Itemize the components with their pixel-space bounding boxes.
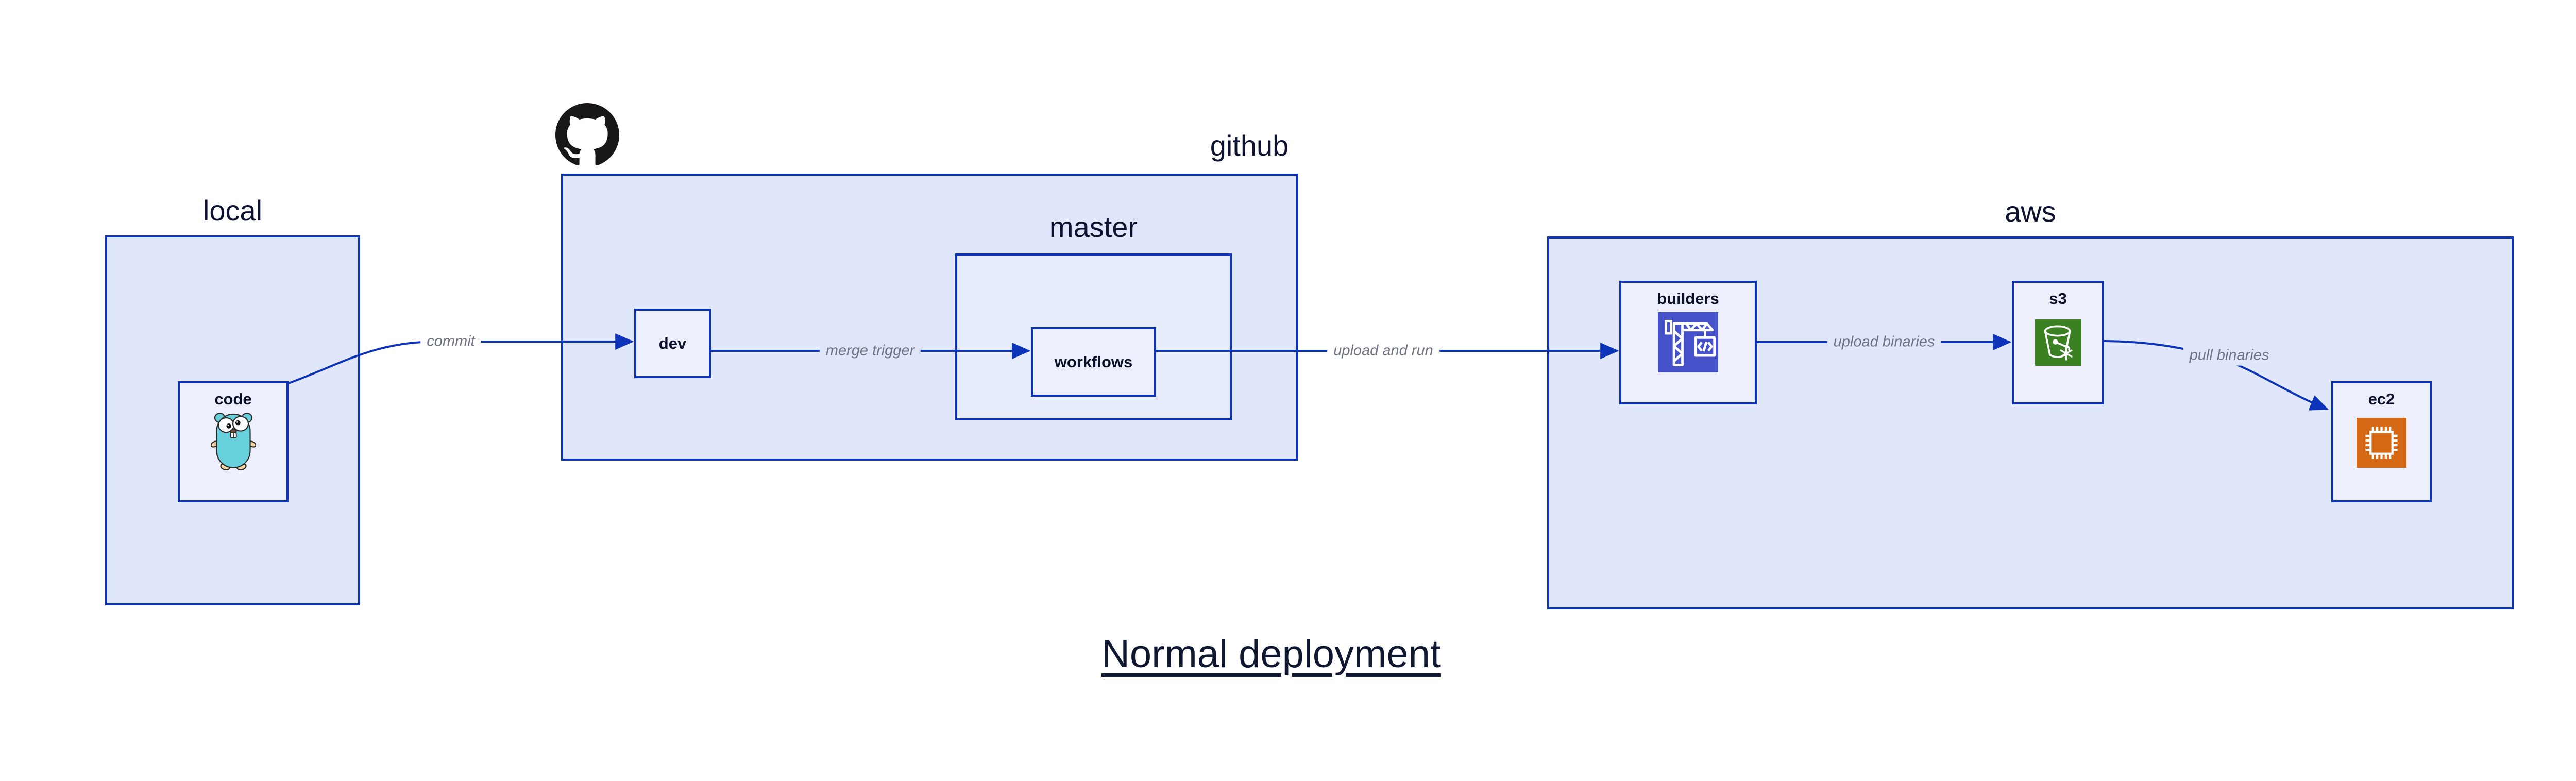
edge-upload-and-run-label: upload and run	[1327, 341, 1439, 361]
container-aws-label: aws	[2005, 195, 2056, 228]
aws-codebuild-crane-icon	[1658, 312, 1718, 373]
node-builders-label: builders	[1657, 290, 1719, 308]
edge-merge-trigger-label: merge trigger	[819, 341, 921, 361]
ec2-chip-icon	[2357, 418, 2406, 468]
go-gopher-icon	[210, 413, 256, 471]
container-github-label: github	[1210, 129, 1289, 162]
node-dev: dev	[634, 309, 711, 378]
node-s3-label: s3	[2049, 290, 2067, 308]
node-ec2-label: ec2	[2368, 390, 2395, 408]
s3-glacier-bucket-icon	[2035, 319, 2081, 366]
node-builders: builders	[1619, 281, 1757, 404]
node-s3: s3	[2012, 281, 2104, 404]
node-dev-label: dev	[658, 334, 687, 352]
node-workflows-label: workflows	[1054, 352, 1133, 371]
node-code-label: code	[214, 390, 252, 408]
node-workflows: workflows	[1031, 327, 1156, 397]
github-octocat-icon	[555, 103, 619, 165]
node-ec2: ec2	[2331, 381, 2432, 502]
node-code: code	[178, 381, 289, 502]
diagram-title: Normal deployment	[1101, 632, 1441, 676]
edge-commit-label: commit	[420, 331, 481, 352]
edge-pull-binaries-label: pull binaries	[2183, 345, 2276, 366]
edge-upload-binaries-label: upload binaries	[1827, 332, 1941, 352]
container-master-label: master	[1049, 211, 1138, 243]
container-local-label: local	[202, 194, 263, 227]
